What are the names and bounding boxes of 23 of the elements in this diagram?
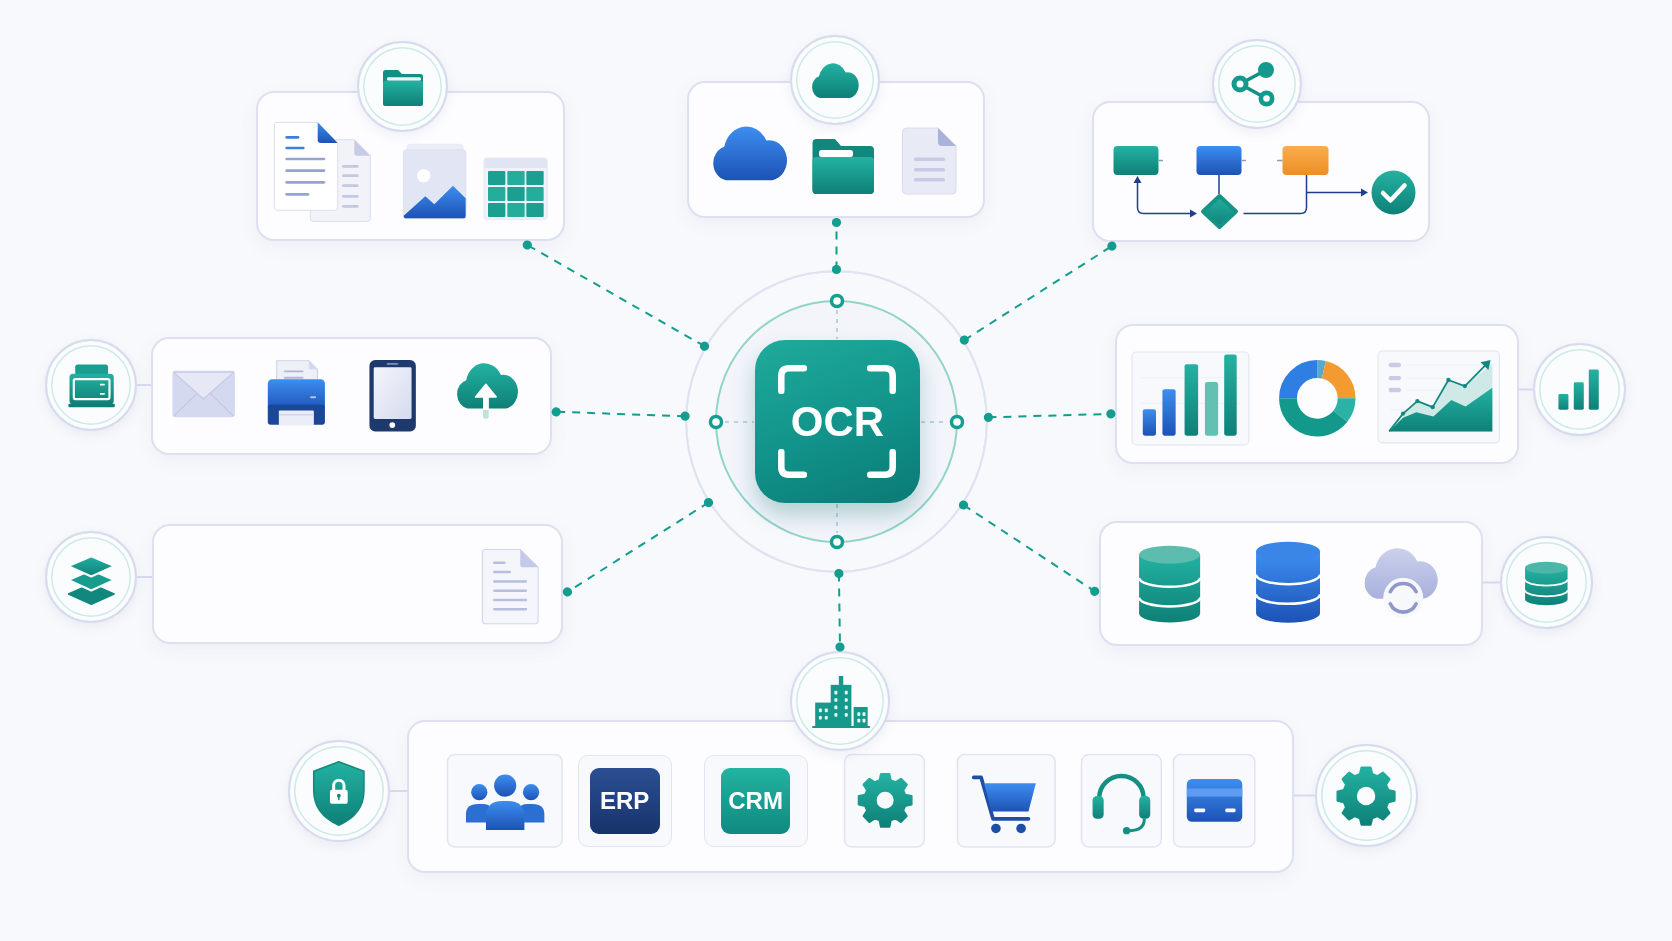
connector-line	[389, 790, 408, 792]
dashed-connector	[959, 241, 1117, 345]
dashed-connector	[834, 568, 845, 652]
icon-panel	[1115, 324, 1519, 464]
dashed-connector	[562, 497, 714, 597]
icon-panel	[151, 337, 552, 455]
dashed-connector	[522, 240, 710, 351]
ocr-tile	[755, 340, 920, 503]
connector-line	[1482, 581, 1501, 584]
module-tile: CRM	[721, 767, 790, 834]
icon-panel	[687, 81, 985, 218]
dashed-connector	[958, 500, 1100, 596]
icon-panel	[1092, 101, 1430, 242]
dashed-connector	[551, 407, 690, 421]
icon-panel	[152, 524, 563, 644]
icon-panel	[407, 720, 1294, 873]
dashed-connector	[831, 217, 842, 275]
dashed-connector	[983, 409, 1116, 422]
module-tile: ERP	[589, 767, 660, 834]
icon-panel	[1099, 521, 1483, 646]
ocr-label: OCR	[790, 400, 885, 443]
connector-line	[1293, 794, 1316, 797]
icon-panel	[256, 91, 565, 241]
